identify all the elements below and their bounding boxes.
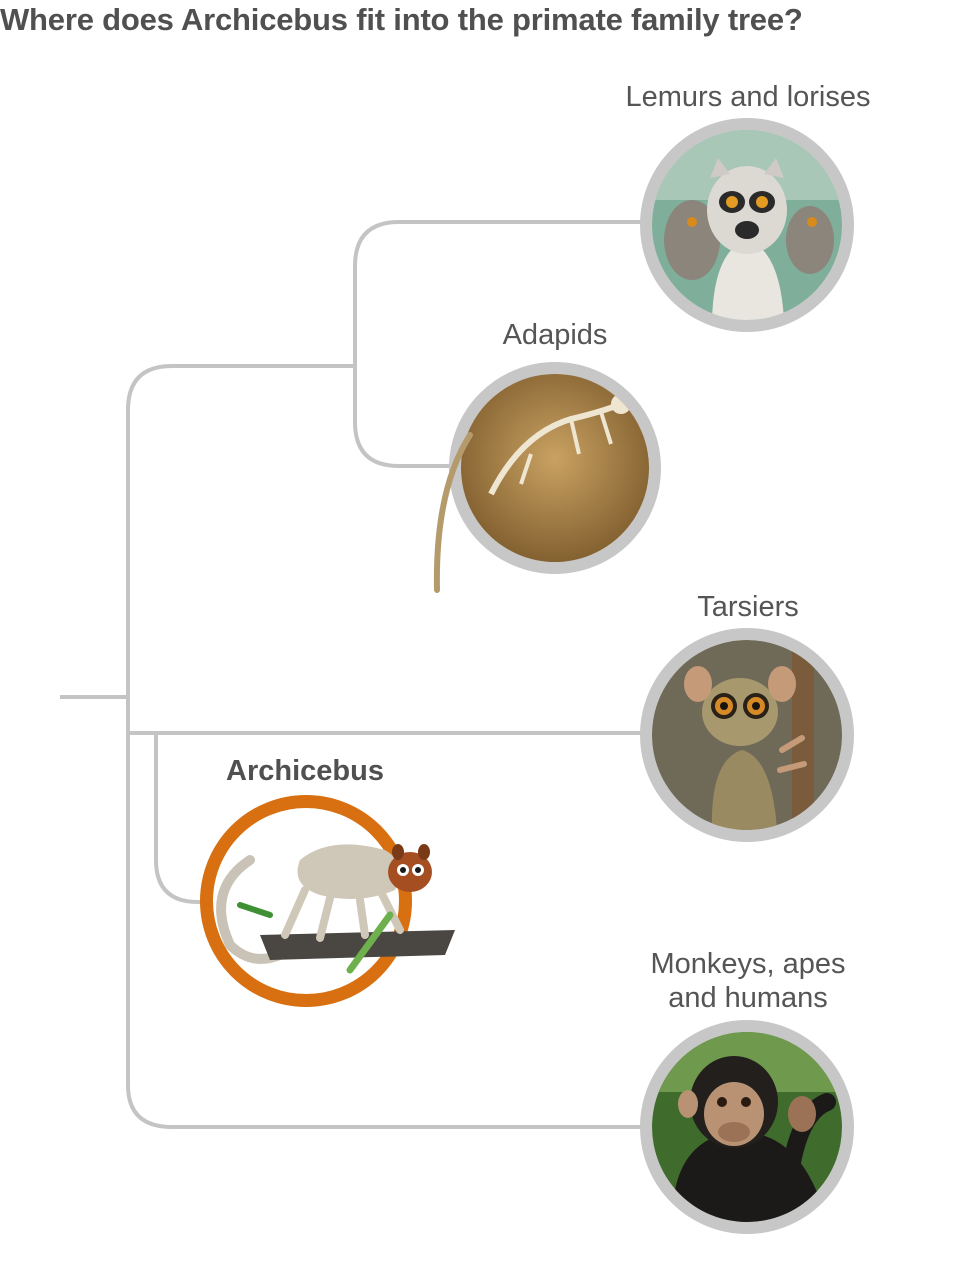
label-tarsiers: Tarsiers — [697, 591, 799, 623]
tarsier-photo — [640, 628, 854, 842]
chimpanzee-photo — [640, 1020, 854, 1234]
adapid-branch — [353, 366, 452, 468]
label-lemurs: Lemurs and lorises — [625, 81, 871, 113]
lemur-branch — [353, 220, 648, 366]
lemur-photo — [640, 118, 854, 332]
lower-clade-branch — [126, 697, 650, 1129]
label-adapids: Adapids — [502, 319, 608, 351]
label-monkeys-line1: Monkeys, apes — [650, 948, 846, 980]
adapid-tail — [433, 432, 473, 593]
archicebus-branch — [154, 733, 206, 904]
diagram-title: Where does Archicebus fit into the prima… — [0, 2, 803, 37]
archicebus-illustration — [216, 844, 455, 974]
upper-clade-branch — [126, 364, 355, 697]
label-archicebus: Archicebus — [226, 755, 384, 787]
label-monkeys-line2: and humans — [668, 982, 828, 1014]
